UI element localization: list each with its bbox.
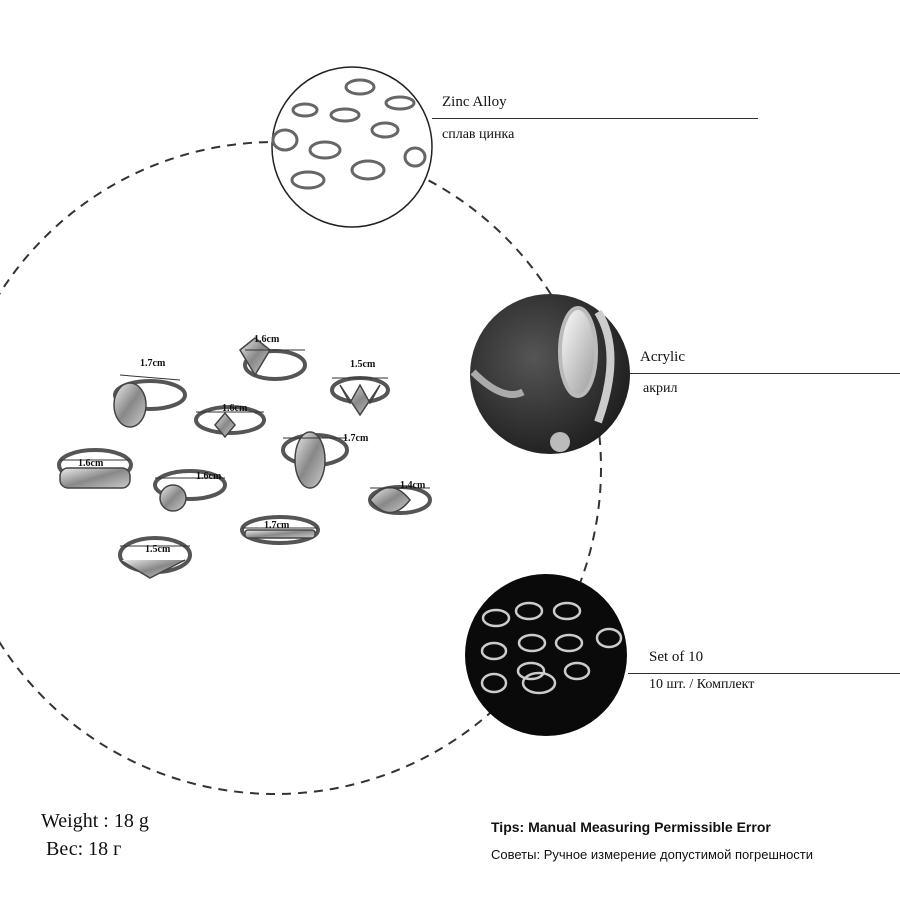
measure-label: 1.4cm bbox=[400, 480, 426, 491]
callout-acrylic-ru: акрил bbox=[643, 381, 678, 396]
callout-divider bbox=[628, 673, 900, 674]
measure-label: 1.6cm bbox=[78, 458, 104, 469]
acrylic-closeup-thumbnail bbox=[470, 294, 630, 454]
set-of-10-thumbnail bbox=[465, 574, 627, 736]
tips-ru: Советы: Ручное измерение допустимой погр… bbox=[491, 847, 814, 862]
measure-label: 1.6cm bbox=[196, 471, 222, 482]
callout-set-of-10-ru: 10 шт. / Комплект bbox=[649, 677, 755, 692]
callout-set-of-10-en: Set of 10 bbox=[649, 649, 704, 665]
callout-divider bbox=[630, 373, 900, 374]
measure-label: 1.7cm bbox=[343, 433, 369, 444]
weight-en: Weight : 18 g bbox=[41, 810, 149, 832]
weight-ru: Вес: 18 г bbox=[46, 838, 122, 860]
callout-zinc-alloy-en: Zinc Alloy bbox=[442, 94, 507, 110]
measure-label: 1.6cm bbox=[254, 334, 280, 345]
measure-label: 1.5cm bbox=[350, 359, 376, 370]
measure-label: 1.7cm bbox=[140, 358, 166, 369]
callout-acrylic-en: Acrylic bbox=[640, 349, 685, 365]
tips-en: Tips: Manual Measuring Permissible Error bbox=[491, 819, 771, 835]
rings-product-image bbox=[57, 337, 432, 579]
callout-divider bbox=[432, 118, 758, 119]
measure-label: 1.6cm bbox=[222, 403, 248, 414]
callout-zinc-alloy-ru: сплав цинка bbox=[442, 127, 515, 142]
zinc-alloy-thumbnail bbox=[271, 66, 433, 228]
measure-label: 1.7cm bbox=[264, 520, 290, 531]
measure-label: 1.5cm bbox=[145, 544, 171, 555]
